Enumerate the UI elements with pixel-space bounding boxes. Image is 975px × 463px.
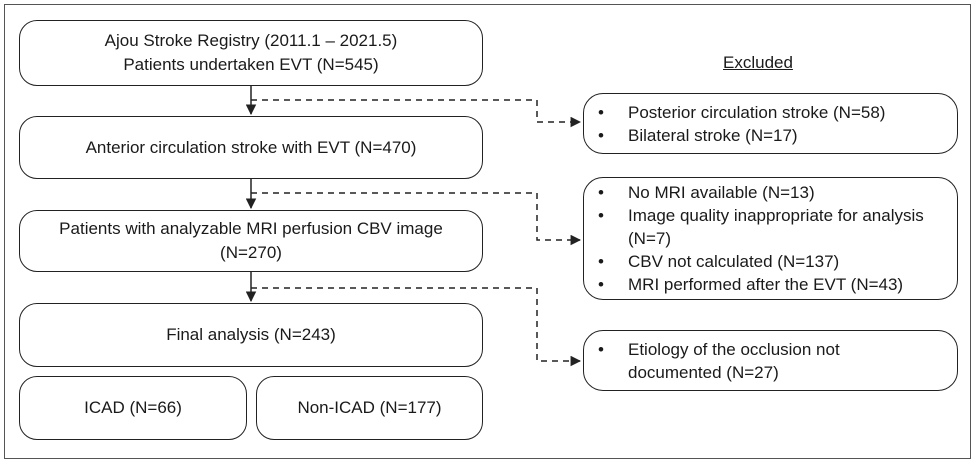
exclusion-box-2: No MRI available (N=13) Image quality in…: [583, 177, 958, 300]
exclusion-item: Posterior circulation stroke (N=58): [598, 101, 957, 124]
non-icad-text: Non-ICAD (N=177): [297, 398, 442, 417]
icad-text: ICAD (N=66): [84, 398, 182, 417]
mri-line-2: (N=270): [220, 243, 282, 262]
exclusion-item: Image quality inappropriate for analysis: [598, 204, 957, 227]
registry-box: Ajou Stroke Registry (2011.1 – 2021.5) P…: [19, 20, 483, 86]
final-analysis-box: Final analysis (N=243): [19, 303, 483, 367]
mri-line-1: Patients with analyzable MRI perfusion C…: [59, 219, 443, 238]
non-icad-box: Non-ICAD (N=177): [256, 376, 483, 440]
registry-line-2: Patients undertaken EVT (N=545): [123, 55, 379, 74]
mri-box: Patients with analyzable MRI perfusion C…: [19, 210, 483, 272]
exclusion-item: No MRI available (N=13): [598, 181, 957, 204]
figure-frame: [4, 4, 971, 459]
exclusion-item: CBV not calculated (N=137): [598, 250, 957, 273]
anterior-text: Anterior circulation stroke with EVT (N=…: [85, 137, 417, 157]
dashed-arrow-exclusion-2: [251, 192, 582, 246]
exclusion-item: MRI performed after the EVT (N=43): [598, 273, 957, 296]
exclusion-item-continuation: (N=7): [628, 229, 671, 248]
anterior-box: Anterior circulation stroke with EVT (N=…: [19, 116, 483, 179]
exclusion-item-continuation: documented (N=27): [628, 362, 779, 382]
exclusion-box-1: Posterior circulation stroke (N=58) Bila…: [583, 93, 958, 154]
icad-box: ICAD (N=66): [19, 376, 247, 440]
exclusion-item: Etiology of the occlusion not: [598, 338, 957, 361]
excluded-heading: Excluded: [723, 53, 793, 72]
final-analysis-text: Final analysis (N=243): [166, 325, 336, 344]
dashed-arrow-exclusion-1: [251, 99, 582, 128]
registry-line-1: Ajou Stroke Registry (2011.1 – 2021.5): [104, 31, 398, 50]
dashed-arrow-exclusion-3: [251, 287, 582, 367]
exclusion-box-3: Etiology of the occlusion not documented…: [583, 330, 958, 391]
exclusion-item: Bilateral stroke (N=17): [598, 124, 957, 147]
